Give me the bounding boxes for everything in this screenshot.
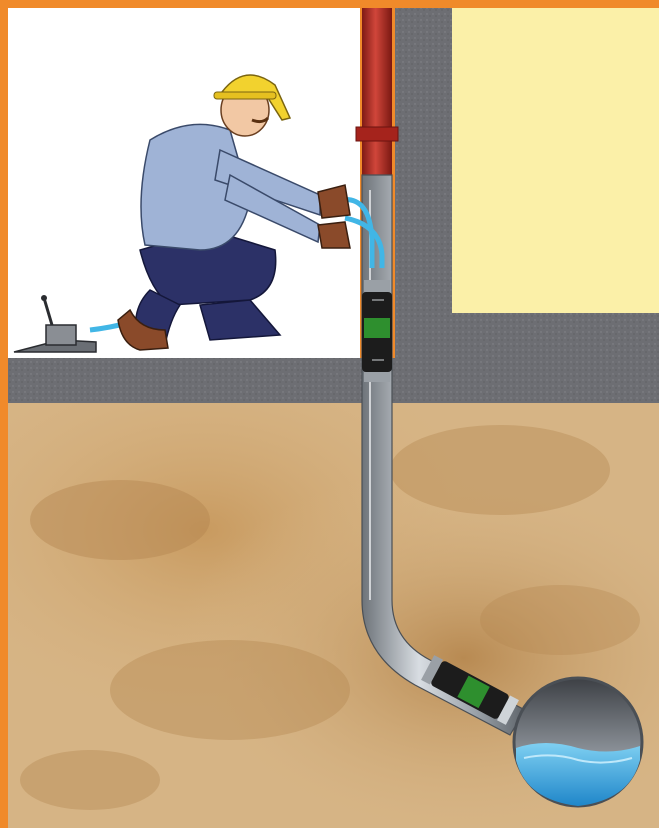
soil-patch xyxy=(480,585,640,655)
soil-patch xyxy=(20,750,160,810)
adjacent-room xyxy=(452,8,659,313)
red-drain-pipe xyxy=(362,8,392,178)
soil-patch xyxy=(30,480,210,560)
soil-patch xyxy=(390,425,610,515)
soil-patch xyxy=(110,640,350,740)
concrete-slab-right xyxy=(452,313,659,403)
sewer-main-icon xyxy=(514,678,642,806)
inflatable-packer-icon xyxy=(362,280,392,382)
pipe-coupling xyxy=(356,127,398,141)
concrete-wall xyxy=(395,8,452,403)
